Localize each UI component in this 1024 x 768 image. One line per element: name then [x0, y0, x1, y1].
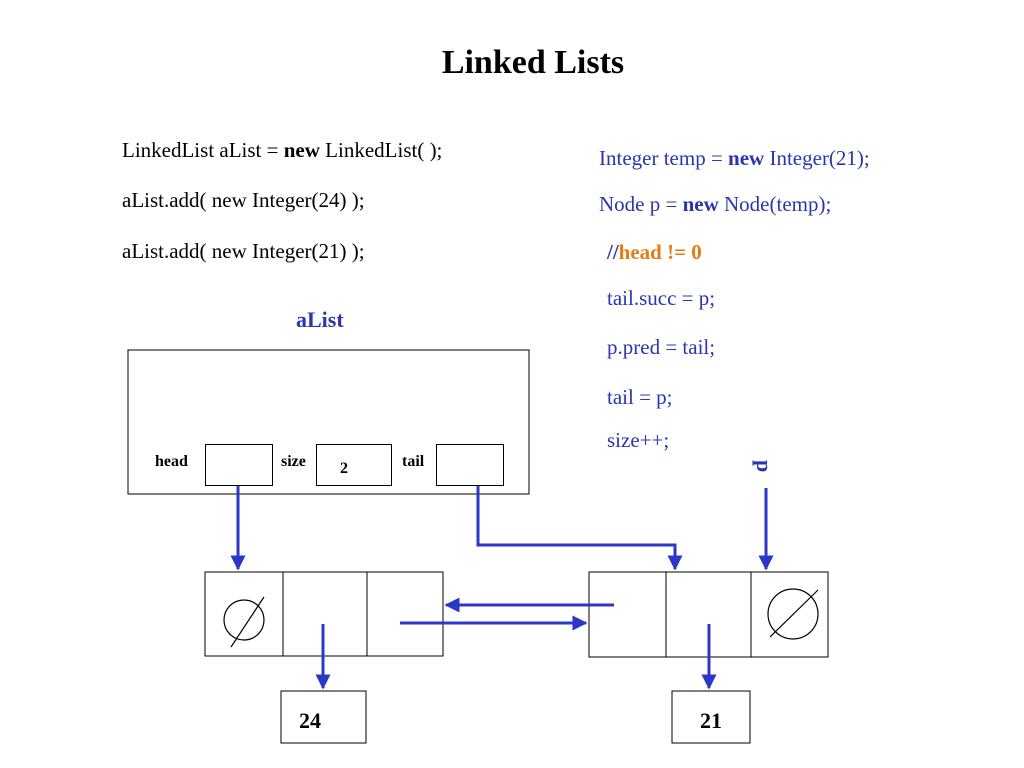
value-box-21 — [671, 690, 751, 744]
code-line-size-increment: size++; — [607, 428, 670, 452]
p-pointer-label: p — [752, 460, 777, 473]
null-pred-slash — [230, 596, 265, 648]
null-succ-slash — [769, 589, 819, 638]
code-keyword: new — [682, 192, 719, 216]
null-pred-icon — [223, 599, 265, 641]
size-value: 2 — [340, 460, 348, 477]
code-text: Node p = — [599, 192, 683, 216]
code-line-p-pred: p.pred = tail; — [607, 335, 716, 359]
size-label: size — [281, 453, 306, 470]
code-line-add-21: aList.add( new Integer(21) ); — [122, 239, 365, 263]
code-text: LinkedList aList = — [122, 138, 284, 162]
value-21-text: 21 — [700, 708, 722, 733]
tail-label: tail — [402, 453, 425, 470]
page-title: Linked Lists — [441, 44, 625, 81]
code-line-create-list: LinkedList aList = new LinkedList( ); — [122, 138, 442, 163]
code-comment: //head != 0 — [607, 240, 702, 265]
value-box-24 — [280, 690, 367, 744]
code-keyword: new — [283, 138, 320, 162]
list-label: aList — [296, 307, 344, 332]
code-line-node-p: Node p = new Node(temp); — [599, 192, 831, 217]
size-field-box — [316, 444, 392, 486]
tail-field-box — [436, 444, 504, 486]
code-line-add-24: aList.add( new Integer(24) ); — [122, 188, 365, 212]
code-line-tail-assign: tail = p; — [607, 385, 673, 409]
code-text: Integer(21); — [764, 146, 870, 170]
code-line-tail-succ: tail.succ = p; — [607, 286, 716, 310]
code-text: LinkedList( ); — [319, 138, 443, 162]
code-keyword: new — [728, 146, 765, 170]
tail-pointer-arrow — [476, 465, 683, 571]
code-text: Node(temp); — [718, 192, 832, 216]
comment-prefix: // — [607, 240, 619, 264]
head-label: head — [155, 453, 188, 470]
head-field-box — [205, 444, 273, 486]
code-line-integer-temp: Integer temp = new Integer(21); — [599, 146, 870, 171]
null-succ-icon — [767, 588, 819, 640]
value-24-text: 24 — [299, 708, 321, 733]
code-text: Integer temp = — [599, 146, 729, 170]
comment-text: head != 0 — [618, 240, 702, 264]
